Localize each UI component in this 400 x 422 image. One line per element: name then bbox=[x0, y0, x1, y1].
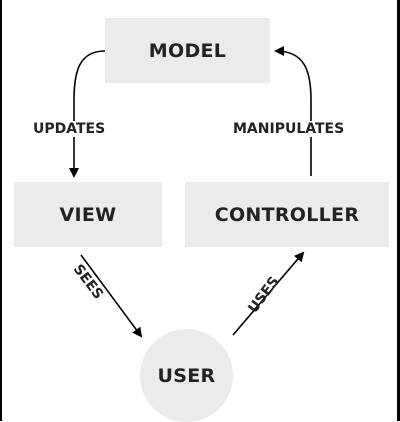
updates-arrow bbox=[69, 50, 106, 178]
uses-arrow bbox=[232, 251, 305, 336]
view-label: VIEW bbox=[59, 203, 117, 226]
manipulates-edge-label: MANIPULATES bbox=[233, 121, 345, 137]
controller-label: CONTROLLER bbox=[214, 203, 360, 226]
user-label: USER bbox=[157, 364, 216, 387]
view-node: VIEW bbox=[14, 182, 162, 247]
sees-arrow bbox=[80, 254, 143, 338]
updates-edge-label: UPDATES bbox=[33, 121, 106, 137]
model-node: MODEL bbox=[105, 18, 270, 83]
controller-node: CONTROLLER bbox=[185, 182, 389, 247]
manipulates-arrow bbox=[274, 46, 312, 176]
model-label: MODEL bbox=[148, 39, 227, 62]
left-border bbox=[0, 0, 2, 421]
right-border bbox=[397, 0, 400, 421]
user-node: USER bbox=[140, 329, 233, 422]
